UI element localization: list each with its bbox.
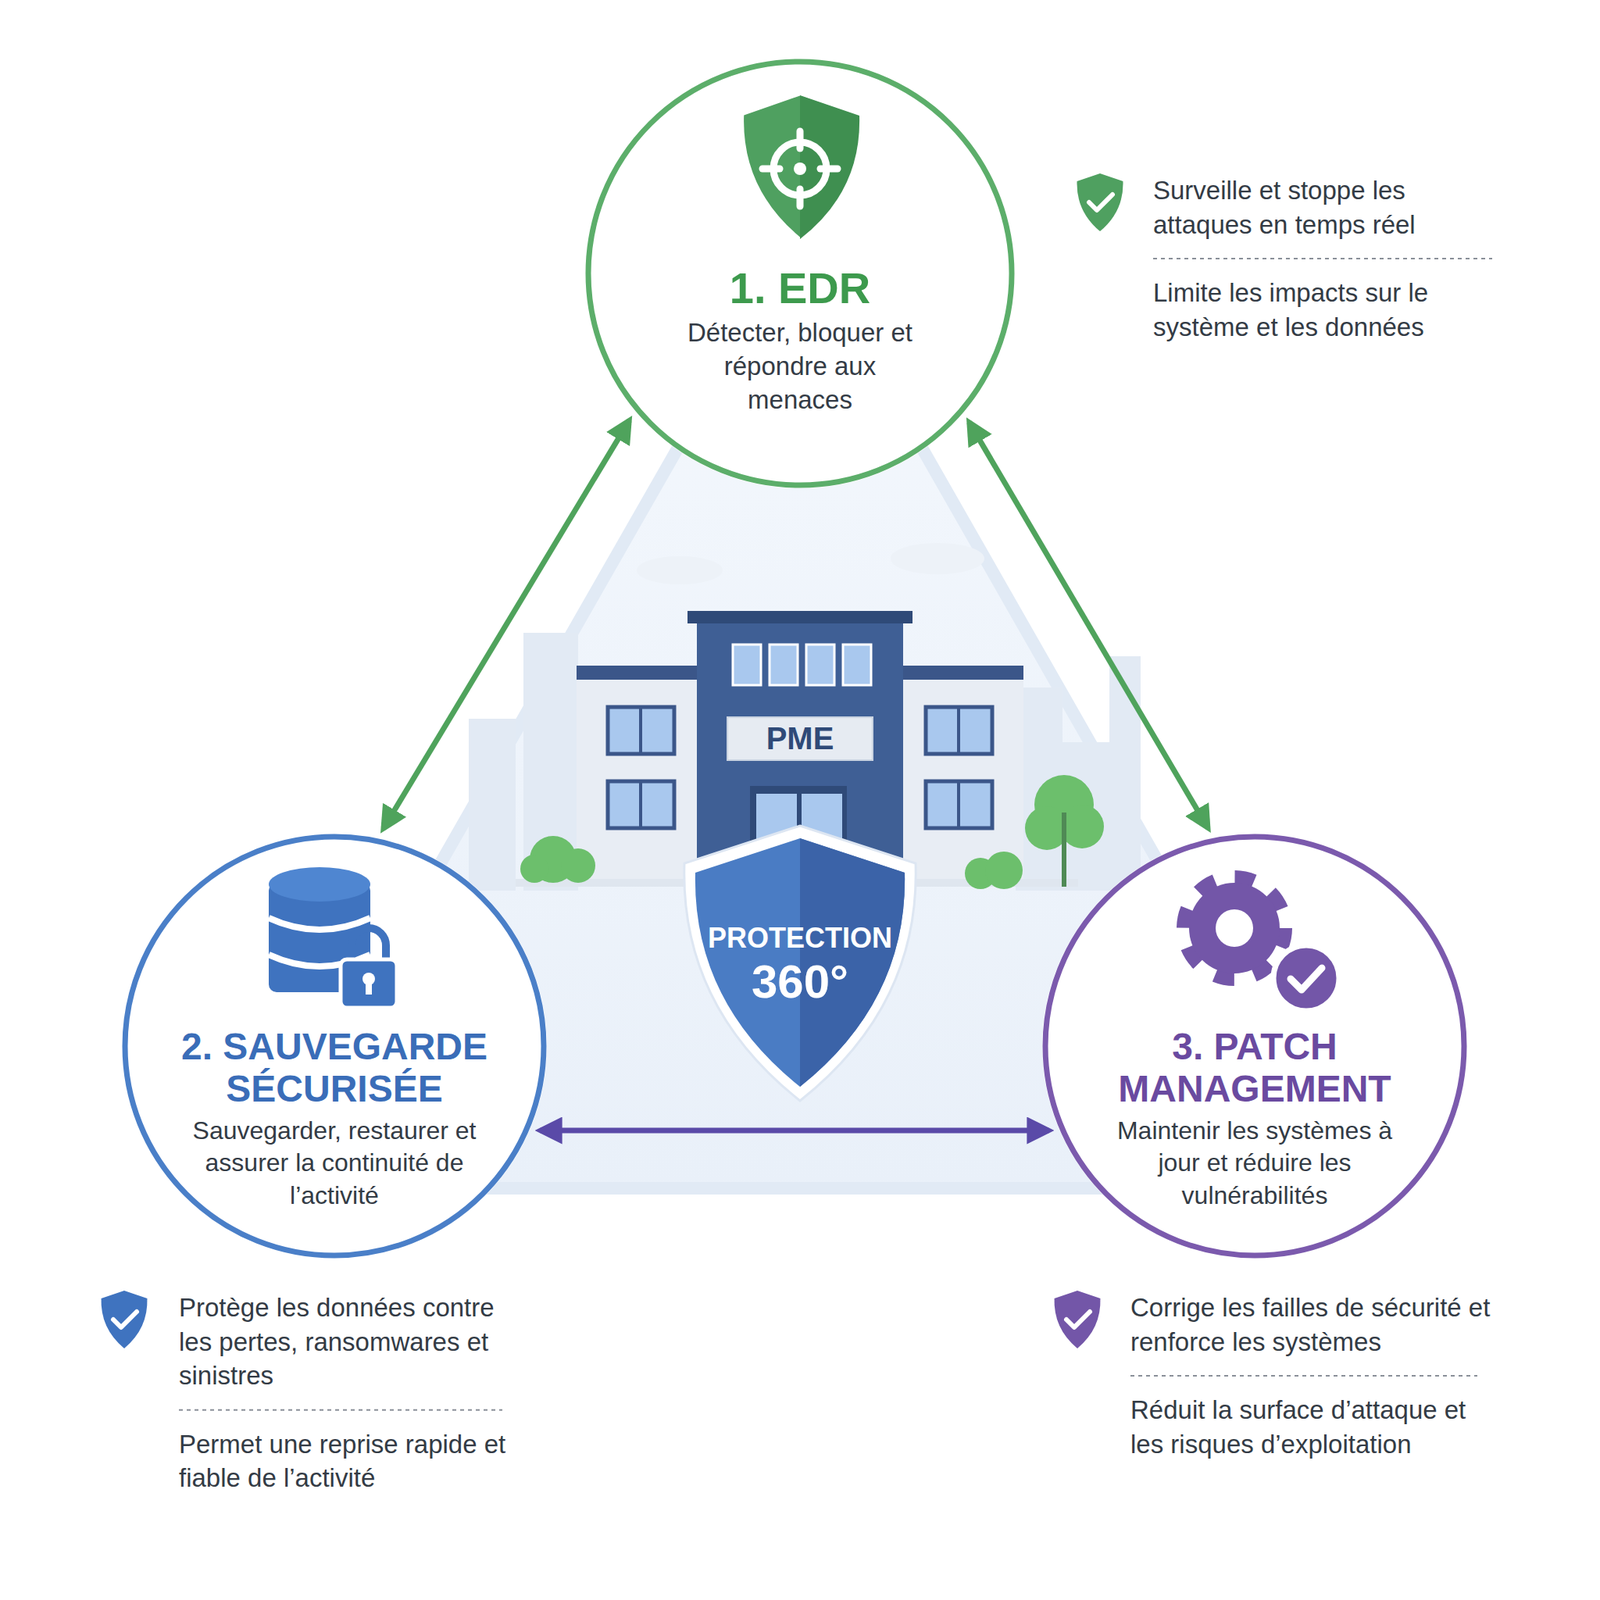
drawing-path — [268, 917, 371, 930]
drawing-circle — [1273, 945, 1340, 1011]
bullet-shield-icons — [101, 173, 1124, 1349]
drawing-rect — [769, 644, 798, 686]
double-arrow — [540, 1128, 1050, 1134]
drawing-rect — [1109, 656, 1141, 891]
double-arrow — [383, 420, 630, 829]
drawing-path — [1089, 194, 1113, 211]
benefit-note: Limite les impacts sur le système et les… — [1153, 275, 1505, 344]
drawing-ellipse — [890, 542, 985, 575]
node-description: Détecter, bloquer et répondre aux menace… — [671, 316, 929, 418]
node-title: 2. SAUVEGARDE SÉCURISÉE — [162, 1025, 507, 1111]
drawing-g — [732, 644, 872, 686]
circle-ring — [588, 61, 1012, 486]
separator-line — [1130, 1375, 1478, 1377]
drawing-rect — [806, 644, 835, 686]
drawing-circle — [1189, 882, 1280, 974]
drawing-rect — [925, 707, 993, 754]
drawing-circle — [1215, 909, 1254, 947]
circle-ring — [1045, 836, 1465, 1256]
building-sign: PME — [727, 717, 873, 761]
benefit-note: Protège les données contre les pertes, r… — [178, 1290, 523, 1393]
drawing-use — [1077, 173, 1124, 232]
node-title: PROTECTION — [690, 921, 910, 955]
drawing-circle — [121, 833, 547, 1259]
drawing-rect — [468, 718, 516, 891]
separator-line — [1153, 257, 1493, 260]
drawing-line — [957, 781, 961, 829]
benefit-note: Permet une reprise rapide et fiable de l… — [178, 1427, 523, 1496]
shield-rim — [684, 825, 916, 1101]
drawing-g — [762, 131, 838, 207]
drawing-line — [796, 189, 804, 207]
drawing-circle — [520, 854, 549, 883]
node-content: PROTECTION360° — [681, 921, 919, 1008]
drawing-circle — [560, 848, 596, 883]
drawing-rect — [365, 980, 372, 995]
drawing-use — [1054, 1290, 1101, 1349]
pillar-circle: 2. SAUVEGARDE SÉCURISÉESauvegarder, rest… — [121, 833, 547, 1259]
gear-check-icon — [1185, 879, 1340, 1011]
double-arrow — [968, 421, 1208, 829]
drawing-path — [1066, 1311, 1090, 1328]
circle-ring — [125, 836, 544, 1256]
shield-badge: PROTECTION360° — [681, 824, 919, 1103]
benefit-note: Surveille et stoppe les attaques en temp… — [1153, 173, 1505, 242]
drawing-ellipse — [636, 556, 723, 585]
drawing-line — [820, 165, 838, 173]
pillar-circle: 1. EDRDétecter, bloquer et répondre aux … — [585, 58, 1015, 489]
drawing-path — [113, 1311, 137, 1328]
drawing-rect — [687, 610, 913, 624]
drawing-circle — [793, 162, 807, 175]
drawing-rect — [607, 781, 675, 829]
drawing-circle — [985, 851, 1023, 890]
drawing-line — [796, 131, 804, 149]
pillar-circle: 3. PATCH MANAGEMENTMaintenir les système… — [1042, 833, 1468, 1259]
node-content: 2. SAUVEGARDE SÉCURISÉESauvegarder, rest… — [121, 1025, 547, 1212]
drawing-rect — [732, 644, 761, 686]
drawing-use — [101, 1290, 148, 1349]
drawing-rect — [607, 707, 675, 754]
drawing-rect — [1061, 812, 1067, 887]
separator-lines — [178, 258, 1493, 1411]
node-description: Sauvegarder, restaurer et assurer la con… — [185, 1114, 483, 1213]
drawing-line — [957, 707, 961, 754]
node-description: 360° — [690, 956, 910, 1008]
drawing-circle — [1060, 804, 1104, 849]
separator-line — [178, 1409, 503, 1411]
drawing-line — [639, 781, 643, 829]
node-title: 3. PATCH MANAGEMENT — [1082, 1025, 1427, 1111]
drawing-rect — [842, 644, 872, 686]
node-title: 1. EDR — [628, 263, 972, 314]
benefit-note: Réduit la surface d’attaque et les risqu… — [1130, 1392, 1498, 1461]
node-description: Maintenir les systèmes à jour et réduire… — [1106, 1114, 1404, 1213]
benefit-note: Corrige les failles de sécurité et renfo… — [1130, 1290, 1498, 1359]
drawing-path — [800, 95, 860, 240]
drawing-rect — [925, 781, 993, 829]
sign-board — [727, 717, 873, 761]
drawing-path — [1290, 967, 1322, 990]
drawing-circle — [1185, 879, 1283, 977]
drawing-line — [639, 707, 643, 754]
drawing-ellipse — [268, 867, 371, 902]
drawing-path — [351, 928, 386, 963]
edr-shield-icon — [743, 95, 860, 240]
drawing-rect — [340, 959, 397, 1008]
drawing-line — [762, 165, 780, 173]
database-lock-icon — [268, 867, 397, 1008]
node-content: 3. PATCH MANAGEMENTMaintenir les système… — [1042, 1025, 1468, 1212]
node-content: 1. EDRDétecter, bloquer et répondre aux … — [585, 263, 1015, 418]
drawing-circle — [585, 58, 1015, 489]
drawing-circle — [1042, 833, 1468, 1259]
